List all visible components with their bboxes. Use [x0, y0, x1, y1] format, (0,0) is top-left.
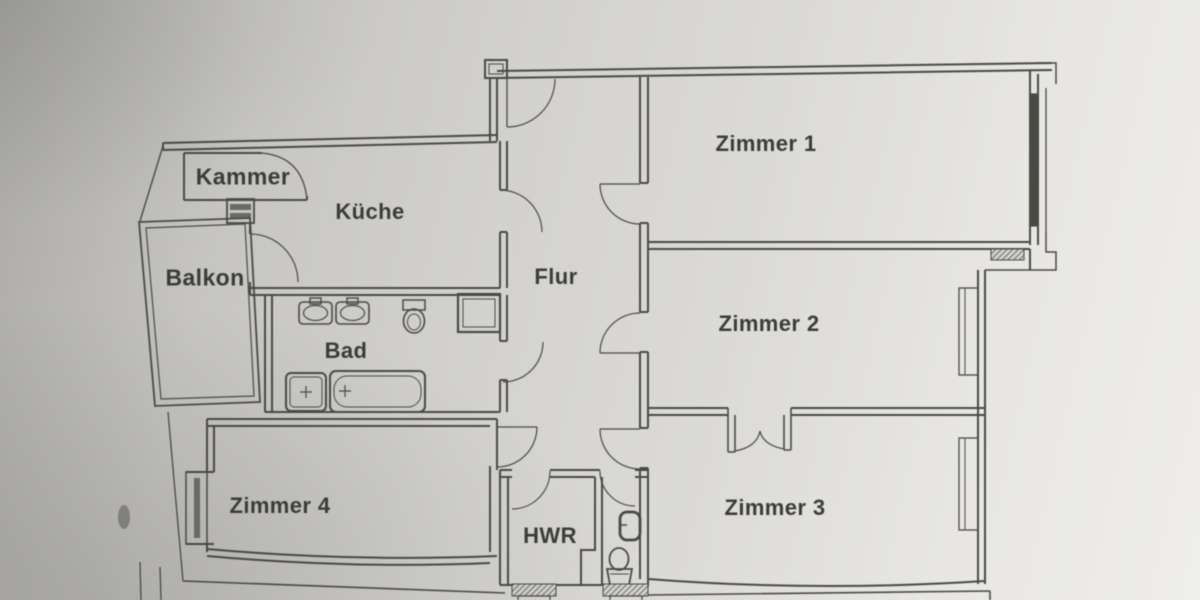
entrance-door [506, 78, 556, 128]
bad-fixtures [285, 297, 426, 413]
bad-door-arc [502, 341, 544, 383]
room-kammer-walls [183, 152, 308, 224]
zimmer4-door [496, 426, 538, 468]
label-balkon: Balkon [165, 264, 245, 291]
room-zimmer2-walls [648, 270, 986, 453]
zimmer3-window [958, 437, 979, 531]
room-zimmer3-walls [639, 408, 986, 588]
hall-wall [599, 77, 649, 477]
zimmer3-door [599, 428, 641, 470]
label-hwr: HWR [523, 523, 577, 548]
zimmer4-window [185, 471, 208, 545]
shaft-box [456, 292, 502, 334]
label-kammer: Kammer [195, 163, 291, 190]
label-zimmer3: Zimmer 3 [724, 495, 826, 520]
washbasin-1-icon [298, 297, 333, 325]
outer-walls [139, 59, 1057, 600]
washbasin-2-icon [335, 297, 370, 325]
hwr-door-arc [511, 470, 551, 510]
radiator [990, 248, 1025, 261]
balcony-door-arc [249, 233, 299, 283]
hwr-window-sill [517, 595, 551, 600]
zimmer1-door [599, 183, 641, 225]
room-zimmer4-walls [185, 418, 538, 566]
label-zimmer1: Zimmer 1 [715, 131, 817, 156]
label-zimmer4: Zimmer 4 [229, 493, 331, 518]
wc-door-arc [599, 470, 636, 507]
entrance-frame [484, 59, 508, 79]
double-door [727, 408, 792, 453]
bathtub-icon [329, 370, 426, 413]
kueche-door-arc [499, 189, 543, 233]
room-balkon-walls [138, 217, 261, 407]
photo-smudge [118, 505, 130, 529]
label-bad: Bad [324, 338, 368, 363]
kammer-balkon-window [226, 198, 255, 224]
zimmer2-window [958, 287, 979, 376]
zimmer1-window [1031, 94, 1037, 226]
shower-tray-icon [285, 372, 327, 412]
label-kueche: Küche [335, 199, 405, 224]
zimmer2-door [599, 312, 641, 354]
toilet-icon [402, 299, 426, 334]
wc-window-sill [609, 595, 643, 600]
kammer-door-arc [261, 152, 308, 201]
label-zimmer2: Zimmer 2 [718, 311, 820, 336]
room-zimmer1-walls [648, 70, 1039, 270]
hand-basin-icon [618, 510, 642, 542]
label-flur: Flur [534, 264, 578, 289]
